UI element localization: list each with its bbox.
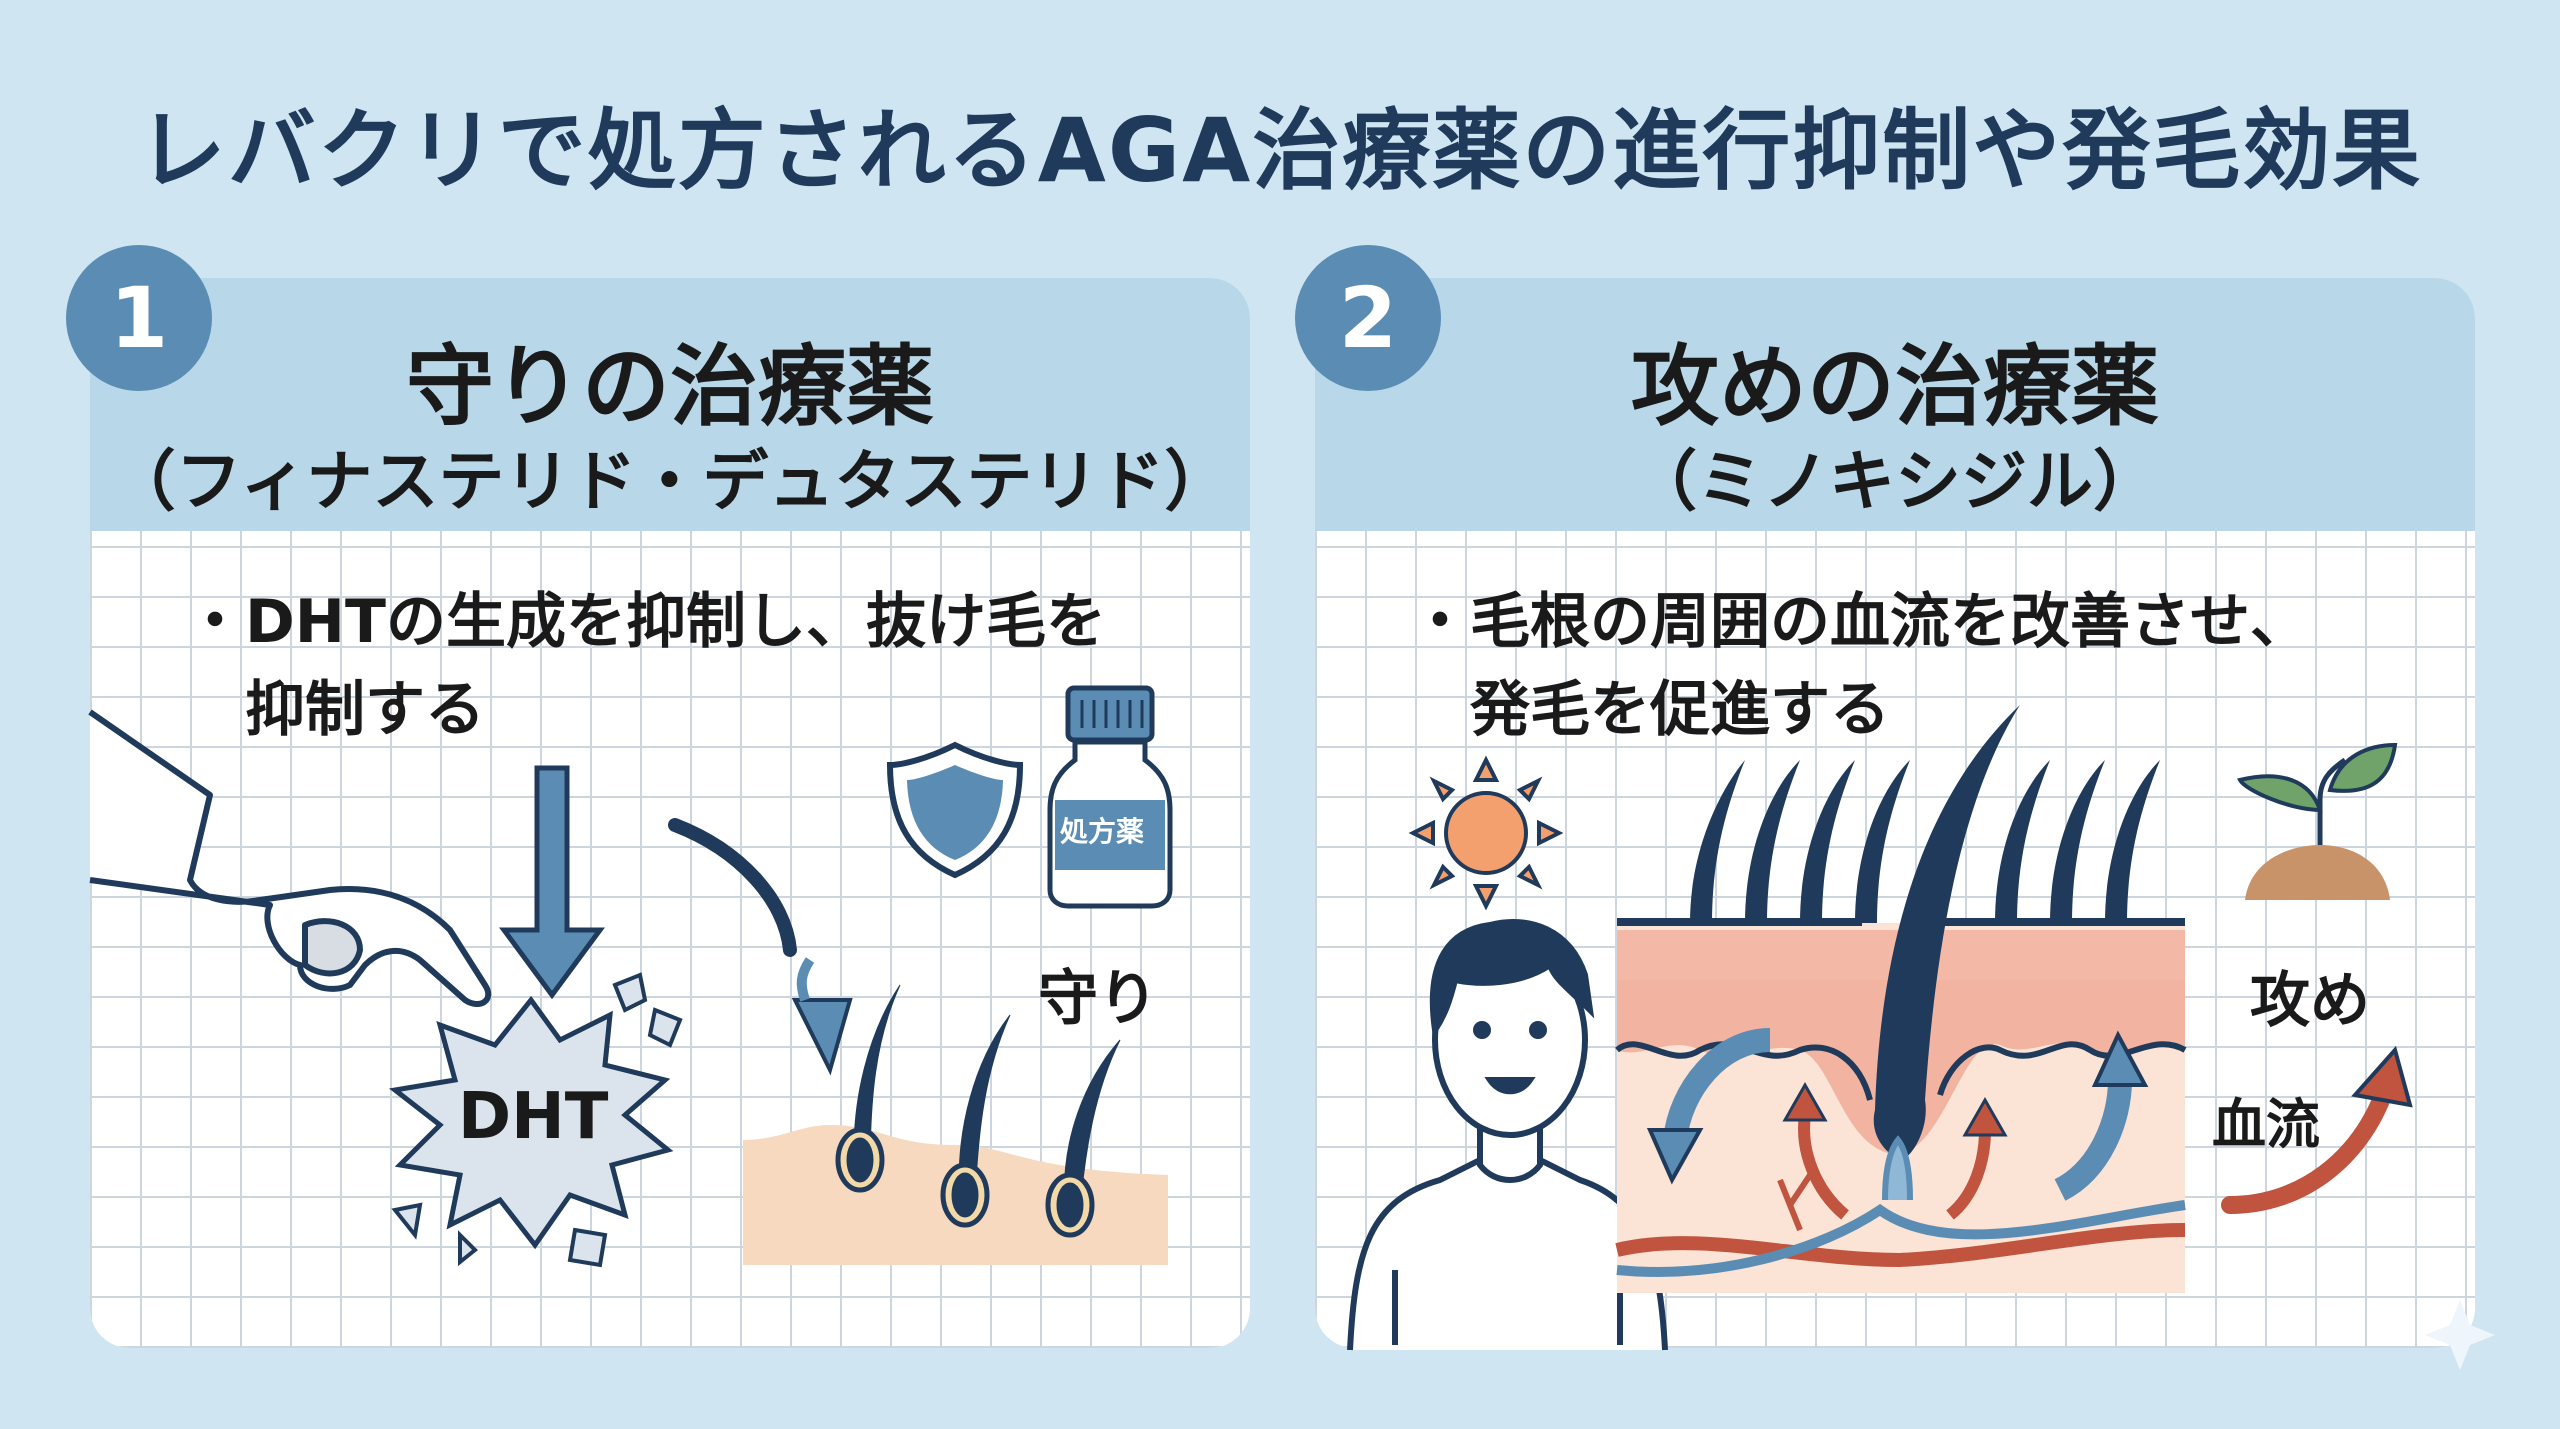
bullet-line: ・毛根の周囲の血流を改善させ、 bbox=[1410, 587, 2310, 657]
bullet-text: ・毛根の周囲の血流を改善させ、 発毛を促進する bbox=[1410, 578, 2450, 754]
number-badge: 1 bbox=[66, 245, 212, 391]
bottle-label: 処方薬 bbox=[1060, 815, 1145, 848]
bullet-line: 発毛を促進する bbox=[1410, 675, 1890, 745]
page-title: レバクリで処方されるAGA治療薬の進行抑制や発毛効果 bbox=[137, 99, 2423, 202]
scalp-cross-section-icon bbox=[1615, 705, 2187, 1293]
bullet-line: 抑制する bbox=[185, 675, 485, 745]
hand-icon bbox=[88, 709, 492, 1007]
number-badge: 2 bbox=[1295, 245, 1441, 391]
panel-heading: 守りの治療薬 bbox=[405, 335, 934, 438]
shield-icon bbox=[886, 741, 1024, 879]
panel-heading: 攻めの治療薬 bbox=[1630, 335, 2159, 438]
blood-flow-label: 血流 bbox=[2212, 1093, 2320, 1156]
sparkle-icon bbox=[2425, 1300, 2495, 1370]
panel-subheading: （フィナステリド・デュタステリド） bbox=[109, 443, 1231, 520]
dht-burst-icon bbox=[388, 972, 683, 1268]
bullet-text: ・DHTの生成を抑制し、抜け毛を 抑制する bbox=[185, 578, 1225, 754]
down-arrow-icon bbox=[499, 765, 605, 1000]
panel-subheading: （ミノキシジル） bbox=[1631, 443, 2159, 520]
medicine-bottle-icon bbox=[1047, 685, 1173, 909]
skin-with-hair-icon bbox=[743, 984, 1168, 1265]
bullet-line: ・DHTの生成を抑制し、抜け毛を bbox=[185, 587, 1106, 657]
curved-arrow-icon bbox=[668, 818, 853, 1076]
up-arrow-icon bbox=[2221, 1045, 2413, 1214]
dht-label: DHT bbox=[458, 1080, 609, 1154]
person-icon bbox=[1347, 919, 1668, 1351]
sprout-icon bbox=[2237, 742, 2398, 900]
panel-header: 守りの治療薬 （フィナステリド・デュタステリド） bbox=[90, 278, 1250, 531]
sun-icon bbox=[1408, 755, 1564, 911]
defense-label: 守り bbox=[1038, 964, 1158, 1034]
offense-label: 攻め bbox=[2250, 966, 2370, 1036]
panel-header: 攻めの治療薬 （ミノキシジル） bbox=[1315, 278, 2475, 531]
